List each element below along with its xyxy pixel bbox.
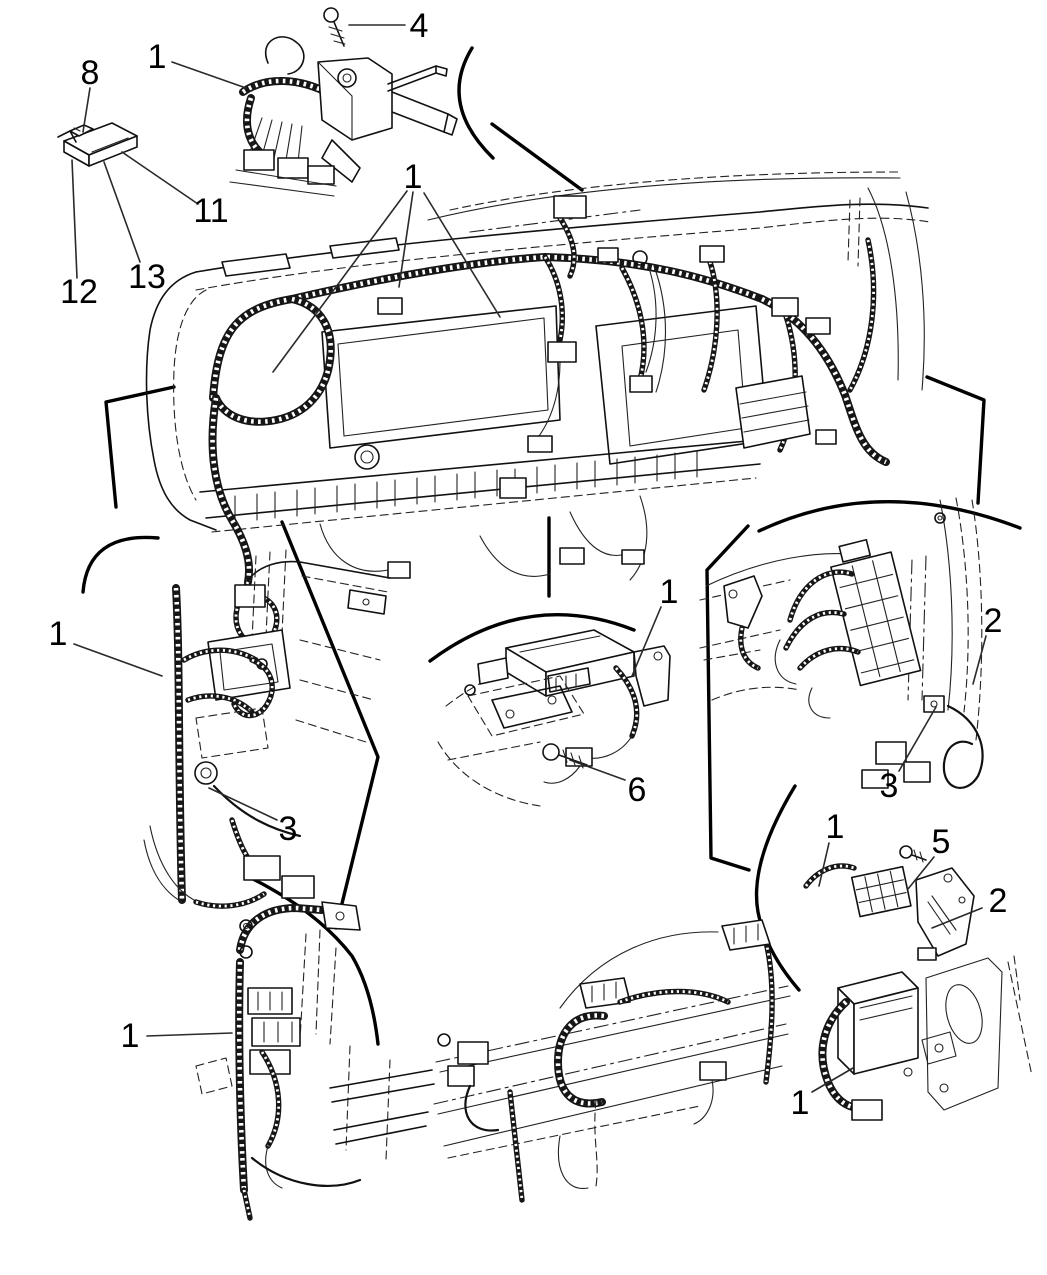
relay-module — [57, 122, 138, 167]
callout-3-left-cowl: 3 — [278, 810, 298, 848]
lower-center-cowl-detail — [433, 919, 791, 1203]
center-module-detail — [437, 629, 671, 807]
main-instrument-panel — [145, 171, 931, 647]
callout-1-lower-left: 1 — [120, 1017, 140, 1055]
callout-1-main-panel: 1 — [403, 158, 423, 196]
callout-4: 4 — [409, 7, 429, 45]
callout-1-lower-right: 1 — [825, 808, 845, 846]
callout-1-center: 1 — [659, 573, 679, 611]
callout-1-steering: 1 — [147, 38, 167, 76]
steering-column-assembly — [229, 7, 458, 197]
callout-leader-lines — [71, 24, 987, 1093]
callout-3-right: 3 — [879, 767, 899, 805]
callout-2-lower-right: 2 — [988, 882, 1008, 920]
callout-13: 13 — [128, 258, 166, 296]
callout-12: 12 — [60, 273, 98, 311]
lower-left-pillar-detail — [195, 901, 435, 1221]
callout-11: 11 — [193, 192, 229, 230]
lower-right-module-detail — [803, 845, 1033, 1121]
callout-2-right: 2 — [983, 602, 1003, 640]
mounting-screw — [323, 7, 346, 47]
right-junction-block-detail — [699, 497, 984, 789]
callout-5: 5 — [931, 823, 951, 861]
callout-1-lower-right-module: 1 — [790, 1084, 810, 1122]
callout-8: 8 — [80, 54, 100, 92]
callout-6: 6 — [627, 771, 647, 809]
callout-1-left-cowl: 1 — [48, 615, 68, 653]
left-cowl-detail — [143, 549, 391, 909]
